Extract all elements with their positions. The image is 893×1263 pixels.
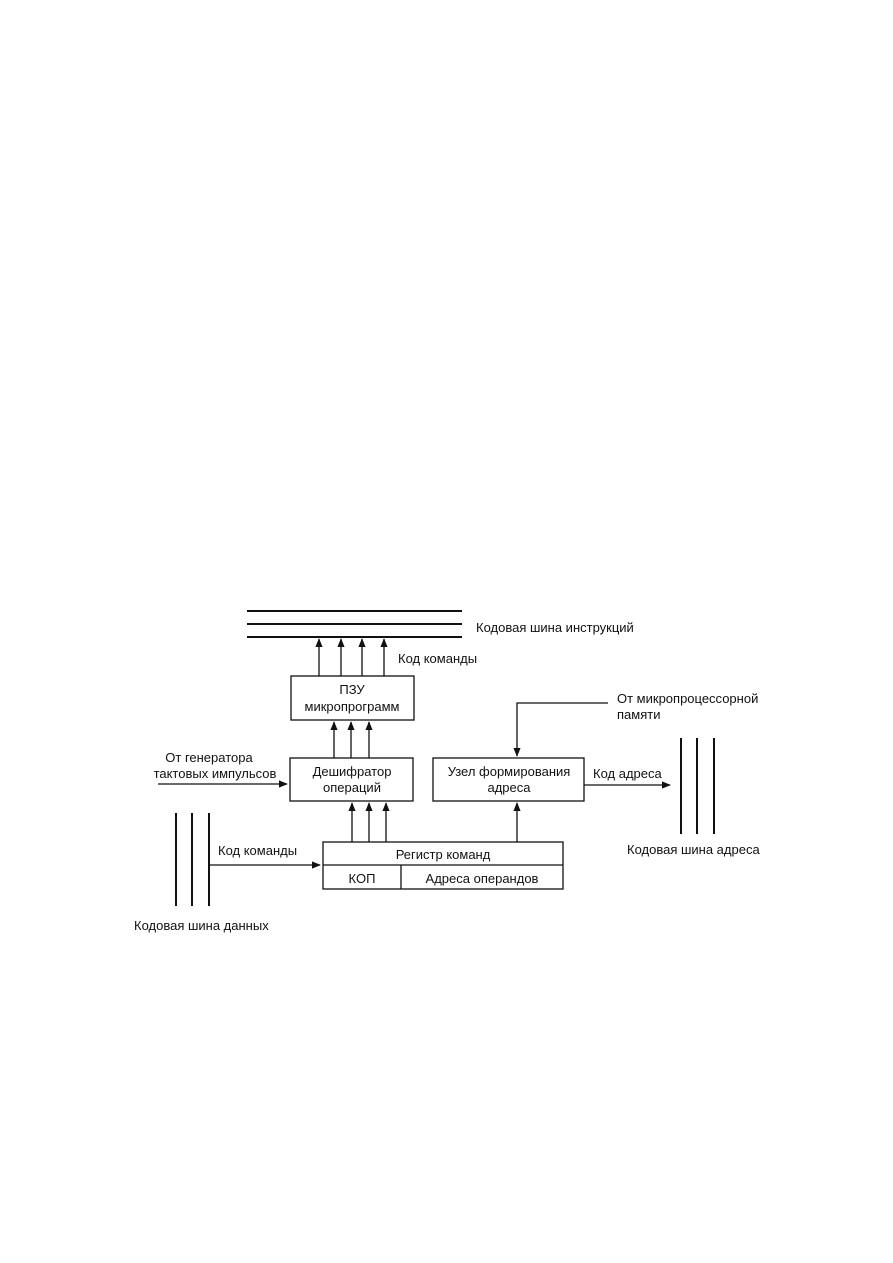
- operands-field: Адреса операндов: [426, 871, 539, 886]
- decoder-label-line2: операций: [323, 780, 381, 795]
- command-code-top-label: Код команды: [398, 651, 477, 666]
- instruction-bus-label: Кодовая шина инструкций: [476, 620, 634, 635]
- opcode-field: КОП: [349, 871, 376, 886]
- register-to-decoder-arrows: [348, 802, 390, 842]
- address-bus-label: Кодовая шина адреса: [627, 842, 760, 857]
- operation-decoder-block: Дешифратор операций: [289, 757, 414, 802]
- instruction-bus: [247, 610, 462, 638]
- clock-label-line1: От генератора: [165, 750, 253, 765]
- rom-label-line1: ПЗУ: [339, 682, 365, 697]
- rom-label-line2: микропрограмм: [305, 699, 400, 714]
- rom-microprograms-block: ПЗУ микропрограмм: [290, 675, 415, 721]
- command-code-left-label: Код команды: [218, 843, 297, 858]
- register-title: Регистр команд: [396, 847, 491, 862]
- address-unit-label-line2: адреса: [487, 780, 531, 795]
- mp-memory-label-line1: От микропроцессорной: [617, 691, 758, 706]
- address-unit-label-line1: Узел формирования: [448, 764, 571, 779]
- command-register-block: Регистр команд КОП Адреса операндов: [322, 841, 564, 890]
- address-code-label: Код адреса: [593, 766, 662, 781]
- decoder-label-line1: Дешифратор: [313, 764, 392, 779]
- clock-label-line2: тактовых импульсов: [154, 766, 277, 781]
- address-forming-unit-block: Узел формирования адреса: [432, 757, 585, 802]
- data-bus: [175, 813, 210, 906]
- mp-memory-arrow: [513, 702, 608, 757]
- data-bus-label: Кодовая шина данных: [134, 918, 269, 933]
- decoder-to-rom-arrows: [330, 721, 373, 758]
- address-bus: [680, 738, 715, 834]
- rom-to-bus-arrows: [315, 638, 388, 676]
- mp-memory-label-line2: памяти: [617, 707, 660, 722]
